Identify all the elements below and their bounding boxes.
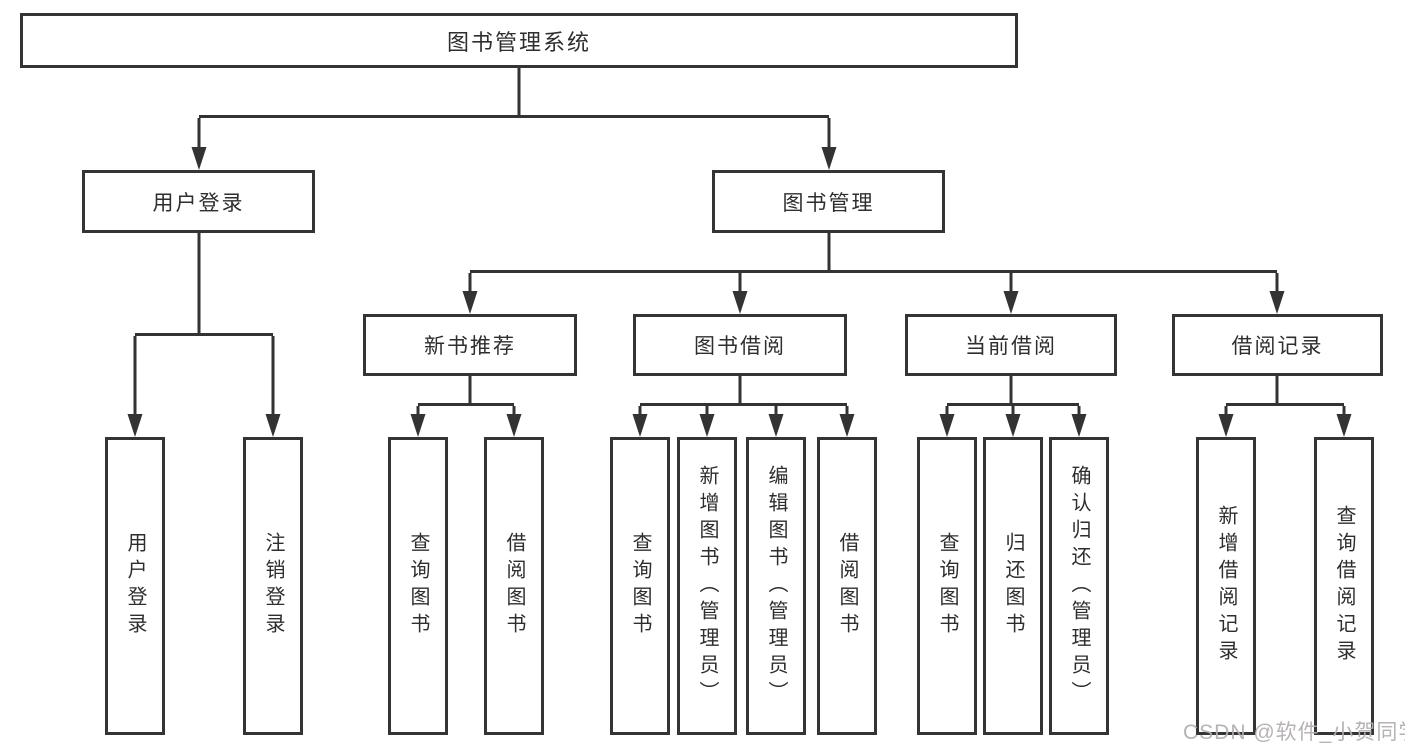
leaf-query-books-current: 查询图书 (917, 437, 977, 735)
node-book-borrowing: 图书借阅 (633, 314, 847, 376)
leaf-borrow-books-recommend: 借阅图书 (484, 437, 544, 735)
leaf-return-book: 归还图书 (983, 437, 1043, 735)
leaf-add-borrow-record: 新增借阅记录 (1196, 437, 1256, 735)
node-user-login: 用户登录 (82, 170, 315, 233)
node-current-borrowing: 当前借阅 (905, 314, 1117, 376)
leaf-query-books-recommend: 查询图书 (388, 437, 448, 735)
leaf-query-books-borrowing: 查询图书 (610, 437, 670, 735)
leaf-user-login: 用户登录 (105, 437, 165, 735)
leaf-edit-book-admin: 编辑图书（管理员） (746, 437, 806, 735)
watermark: CSDN @软件_小贺同学 (1183, 721, 1405, 744)
node-borrowing-records: 借阅记录 (1172, 314, 1383, 376)
leaf-query-borrow-record: 查询借阅记录 (1314, 437, 1374, 735)
leaf-logout: 注销登录 (243, 437, 303, 735)
leaf-add-book-admin: 新增图书（管理员） (677, 437, 737, 735)
node-book-management: 图书管理 (712, 170, 945, 233)
node-library-management-system: 图书管理系统 (20, 13, 1018, 68)
node-new-book-recommendation: 新书推荐 (363, 314, 577, 376)
leaf-borrow-books-borrowing: 借阅图书 (817, 437, 877, 735)
leaf-confirm-return-admin: 确认归还（管理员） (1049, 437, 1109, 735)
